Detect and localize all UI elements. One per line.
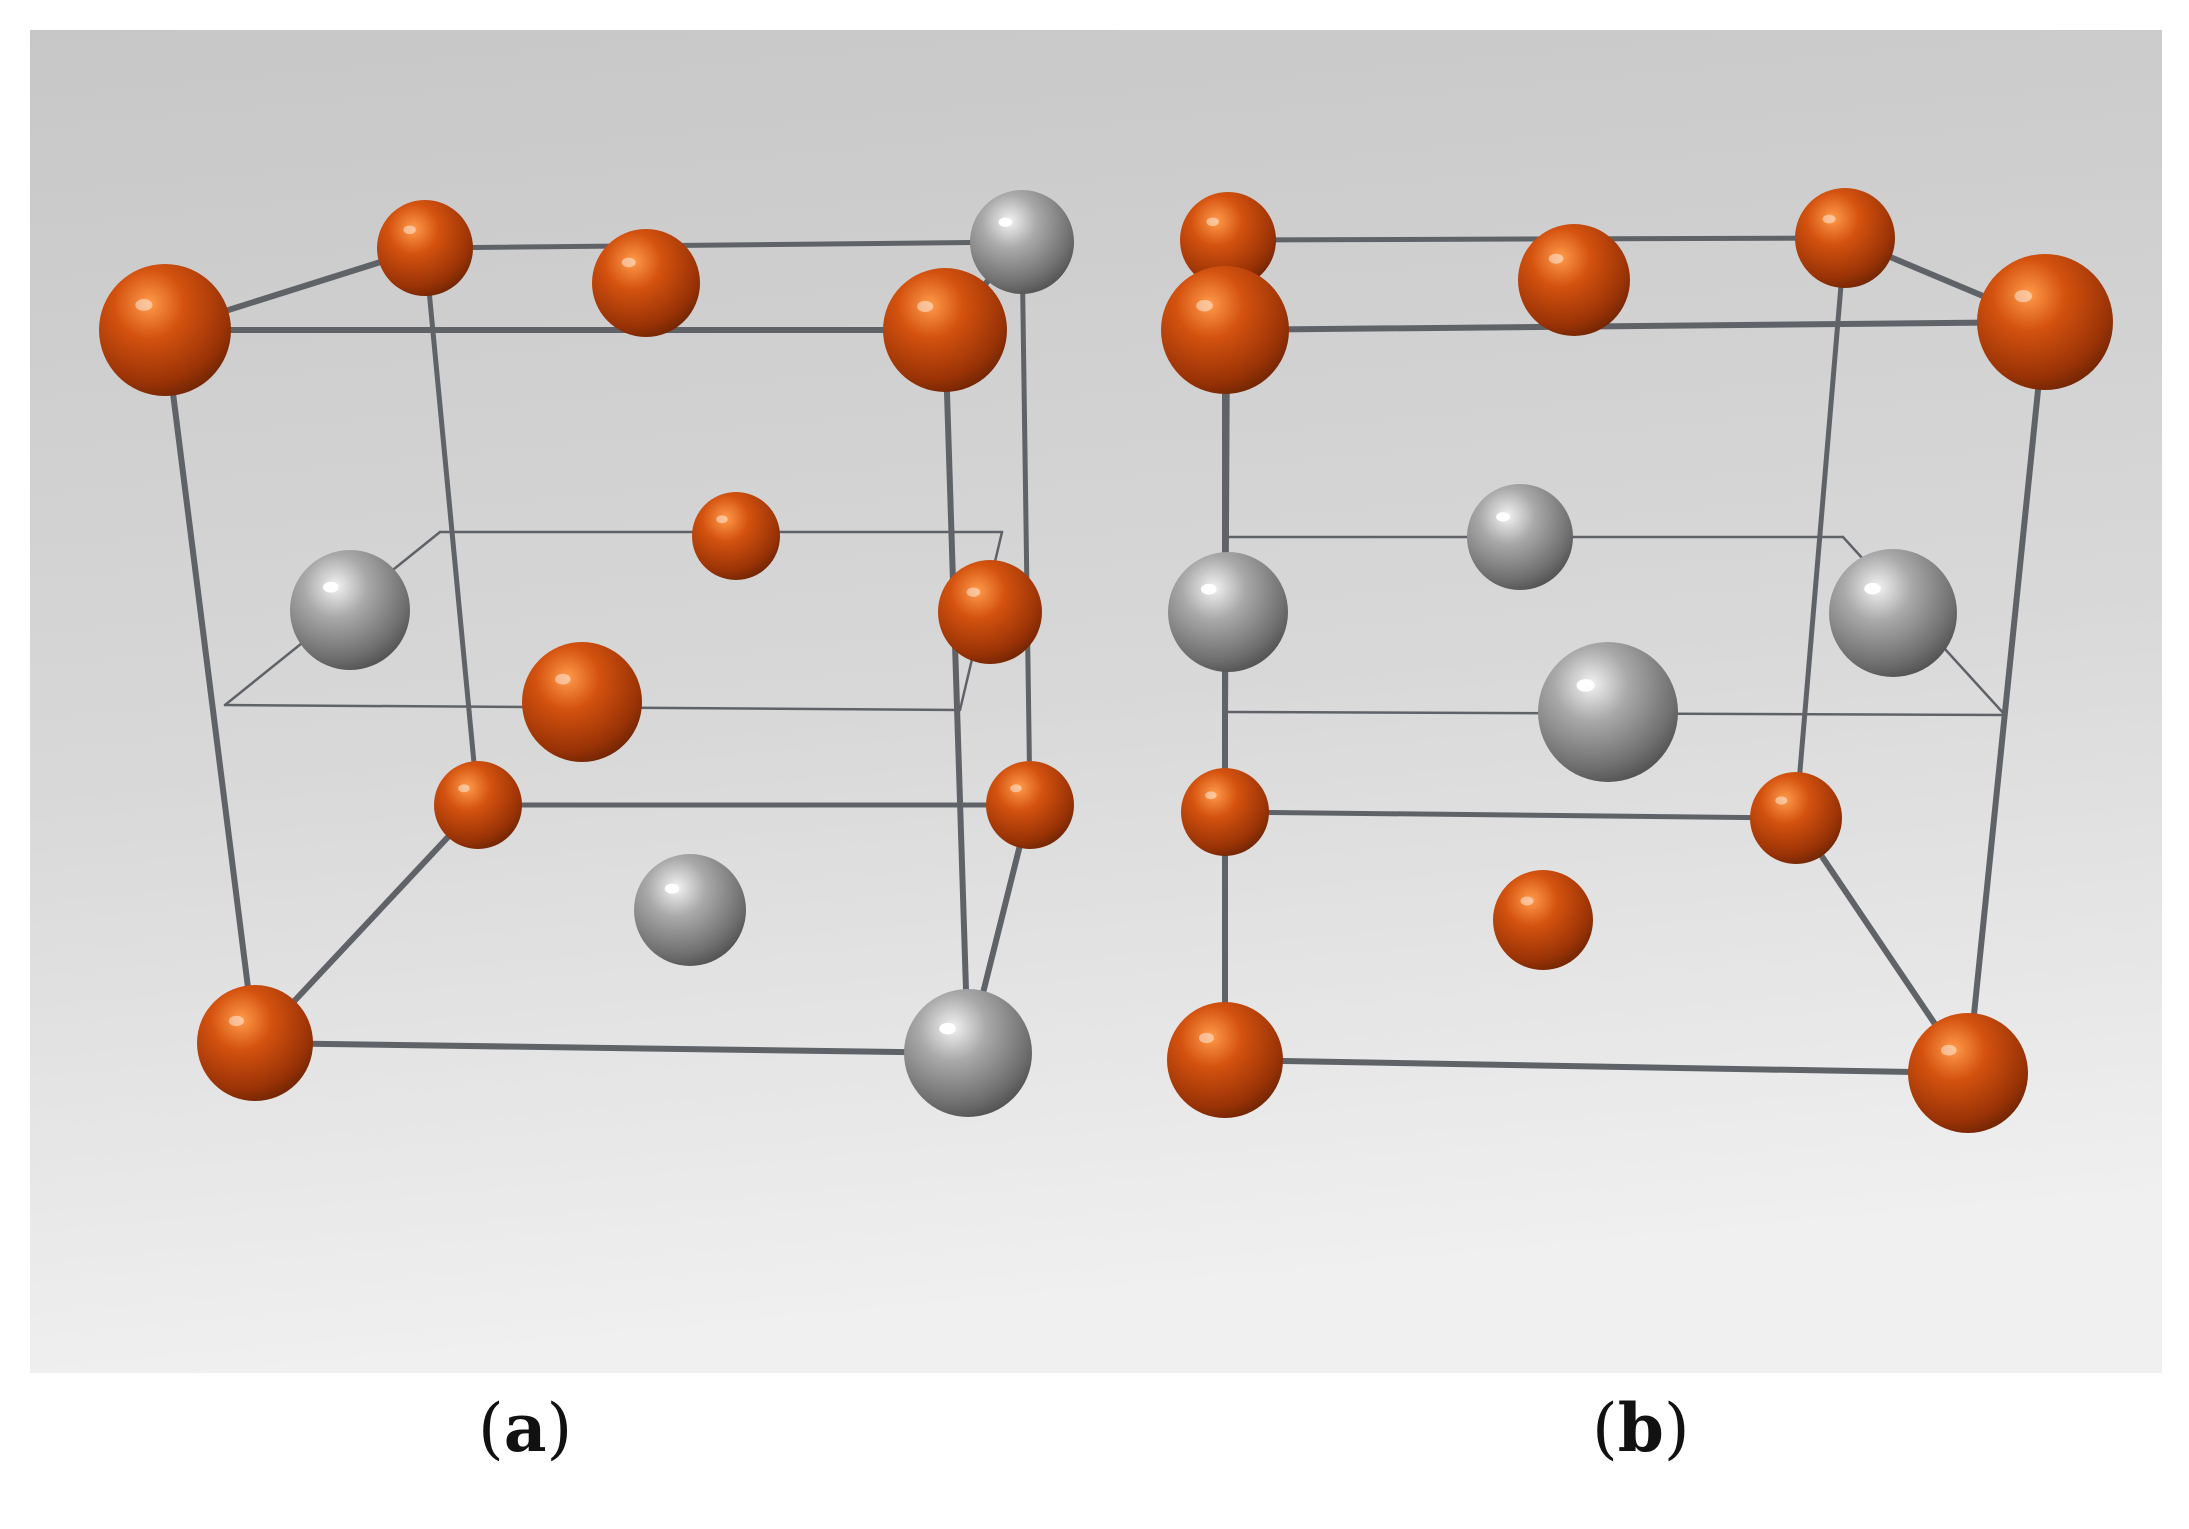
panel-b-lattice-edge	[1222, 809, 1799, 821]
panel-a-copper-atom	[986, 761, 1074, 849]
panel-b-copper-atom	[1180, 192, 1276, 288]
panel-a-lattice-edge	[252, 1040, 971, 1056]
panel-a-copper-atom	[377, 200, 473, 296]
panel-b-caption: (b)	[1592, 1389, 1690, 1467]
panel-a-lattice-edge	[422, 239, 1025, 251]
panel-a-copper-atom	[197, 985, 313, 1101]
panel-b-lattice-edge	[1222, 1057, 1971, 1076]
panel-b-copper-atom	[1908, 1013, 2028, 1133]
panel-b-silver-atom	[1467, 484, 1573, 590]
panel-a-silver-atom	[970, 190, 1074, 294]
panel-a-lattice-edge	[162, 327, 258, 1046]
panel-b-copper-atom	[1181, 768, 1269, 856]
panel-b-copper-atom	[1167, 1002, 1283, 1118]
panel-a-silver-atom	[634, 854, 746, 966]
panel-b-copper-atom	[1795, 188, 1895, 288]
panel-b-copper-atom	[1518, 224, 1630, 336]
panel-a-copper-atom	[592, 229, 700, 337]
panel-a-unit-cell	[99, 190, 1074, 1117]
panel-a-copper-atom	[434, 761, 522, 849]
panel-b-silver-atom	[1829, 549, 1957, 677]
panel-a-lattice-edge	[422, 245, 481, 808]
panel-a-copper-atom	[99, 264, 231, 396]
panel-a-copper-atom	[938, 560, 1042, 664]
panel-a-silver-atom	[904, 989, 1032, 1117]
panel-b-silver-atom	[1538, 642, 1678, 782]
panel-a-silver-atom	[290, 550, 410, 670]
panel-a-copper-atom	[883, 268, 1007, 392]
panel-a-copper-atom	[692, 492, 780, 580]
panel-b-unit-cell	[1161, 188, 2113, 1133]
panel-b-copper-atom	[1493, 870, 1593, 970]
panel-b-lattice-edge	[1222, 319, 2048, 333]
panel-b-silver-atom	[1168, 552, 1288, 672]
panel-b-lattice-edge	[1965, 319, 2048, 1076]
panel-b-copper-atom	[1750, 772, 1842, 864]
panel-b-copper-atom	[1161, 266, 1289, 394]
panel-a-caption: (a)	[478, 1389, 573, 1467]
panel-a-copper-atom	[522, 642, 642, 762]
panel-a-lattice-edge	[1019, 239, 1033, 808]
panel-a-lattice-edge	[942, 327, 971, 1056]
panel-b-copper-atom	[1977, 254, 2113, 390]
panel-b-lattice-edge	[1793, 235, 1848, 821]
